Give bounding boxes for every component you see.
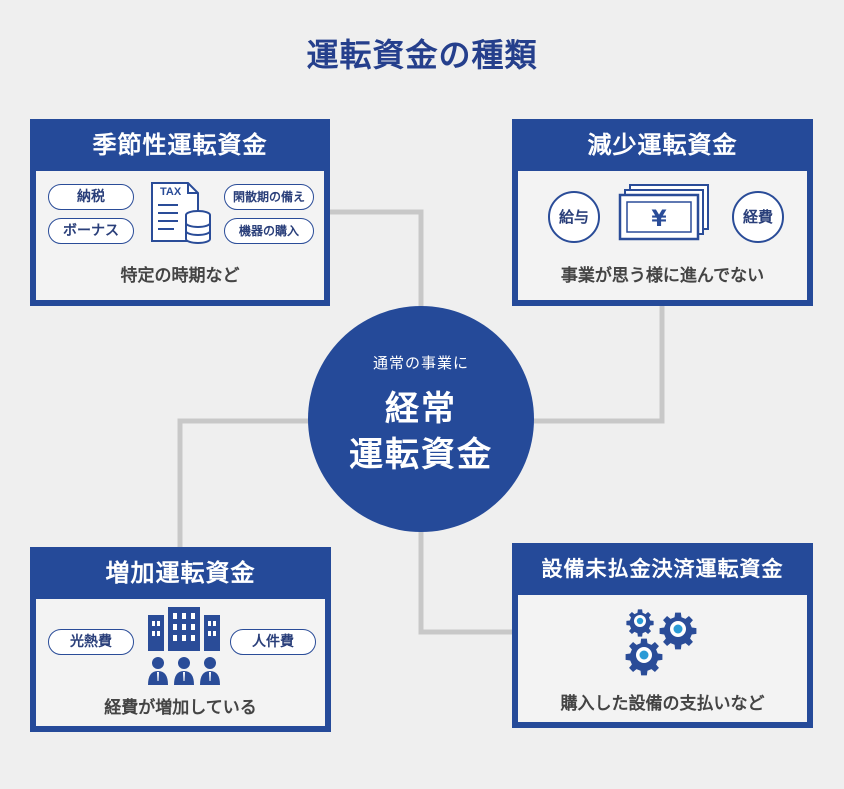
- card-title: 設備未払金決済運転資金: [541, 557, 784, 581]
- card-decrease: 減少運転資金 給与 経費 ¥ 事業が思う様に進んでない: [512, 119, 813, 306]
- card-body: 納税 ボーナス 閑散期の備え 機器の購入 TAX 特定の時期など: [36, 171, 324, 300]
- office-building-icon: [148, 607, 220, 685]
- card-settlement: 設備未払金決済運転資金 購入した設: [512, 543, 813, 728]
- hub-circle: 通常の事業に 経常 運転資金: [308, 306, 534, 532]
- pill-labor: 人件費: [230, 629, 316, 655]
- card-body: 給与 経費 ¥ 事業が思う様に進んでない: [518, 171, 807, 300]
- card-caption: 購入した設備の支払いなど: [560, 694, 765, 714]
- pill-tax: 納税: [48, 184, 134, 210]
- gears-icon: [625, 609, 697, 676]
- card-caption: 事業が思う様に進んでない: [560, 266, 765, 286]
- connector-seasonal: [330, 209, 424, 330]
- hub-subtitle: 通常の事業に: [372, 354, 469, 372]
- connector-decrease: [520, 305, 665, 424]
- hub-title-line1: 経常: [385, 389, 457, 429]
- card-title: 増加運転資金: [105, 559, 256, 587]
- card-body: 購入した設備の支払いなど: [518, 595, 807, 722]
- card-caption: 特定の時期など: [120, 266, 240, 286]
- card-caption: 経費が増加している: [104, 698, 257, 718]
- expense-circle: 経費: [732, 191, 784, 243]
- hub-title-line2: 運転資金: [349, 435, 493, 475]
- hub-title: 経常 運転資金: [308, 386, 534, 478]
- salary-circle: 給与: [548, 191, 600, 243]
- tax-document-icon: TAX: [151, 182, 211, 244]
- pill-utilities: 光熱費: [48, 629, 134, 655]
- coin-stack-icon: [185, 210, 211, 244]
- yen-symbol: ¥: [651, 207, 667, 232]
- pill-equipment: 機器の購入: [224, 218, 314, 244]
- connector-increase: [177, 418, 314, 547]
- card-increase: 増加運転資金 光熱費 人件費: [30, 547, 331, 732]
- pill-slow-season: 閑散期の備え: [224, 184, 314, 210]
- tax-label: TAX: [160, 186, 182, 198]
- pill-bonus: ボーナス: [48, 218, 134, 244]
- banknote-stack-icon: ¥: [618, 184, 709, 241]
- card-title: 減少運転資金: [587, 131, 738, 159]
- connector-settlement: [418, 525, 514, 635]
- card-seasonal: 季節性運転資金 納税 ボーナス 閑散期の備え 機器の購入 TAX 特定の時期など: [30, 119, 330, 306]
- page-title: 運転資金の種類: [306, 36, 538, 74]
- card-body: 光熱費 人件費: [36, 599, 325, 726]
- card-title: 季節性運転資金: [92, 131, 268, 159]
